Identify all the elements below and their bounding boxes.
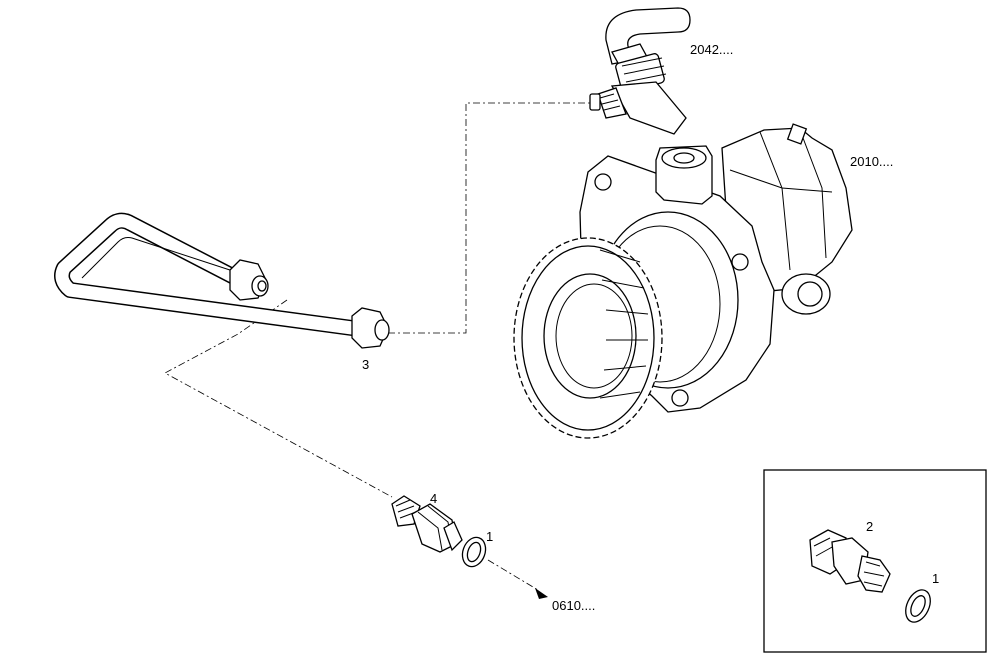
detail-union-fitting <box>809 529 891 593</box>
union-fitting <box>391 495 463 553</box>
leader-union-to-ref <box>487 559 539 591</box>
item-label-3: 3 <box>362 357 369 372</box>
ref-label-2010: 2010.... <box>850 154 893 169</box>
leader-pipe-to-union <box>164 299 393 498</box>
pump-assembly <box>513 123 853 439</box>
leader-lines <box>164 102 596 599</box>
item-label-1: 1 <box>486 529 493 544</box>
detail-item-label-2: 2 <box>866 519 873 534</box>
callout-labels: 2042.... 2010.... 3 4 1 0610.... 2 1 <box>362 42 939 613</box>
detail-box <box>763 469 987 653</box>
ref-label-2042: 2042.... <box>690 42 733 57</box>
sealing-washer <box>461 536 487 568</box>
item-label-4: 4 <box>430 491 437 506</box>
ref-label-0610: 0610.... <box>552 598 595 613</box>
elbow-fitting <box>589 7 691 135</box>
arrow-head-icon <box>535 588 548 599</box>
detail-item-label-1: 1 <box>932 571 939 586</box>
pipe-assembly <box>54 212 390 349</box>
detail-sealing-washer <box>905 589 931 623</box>
